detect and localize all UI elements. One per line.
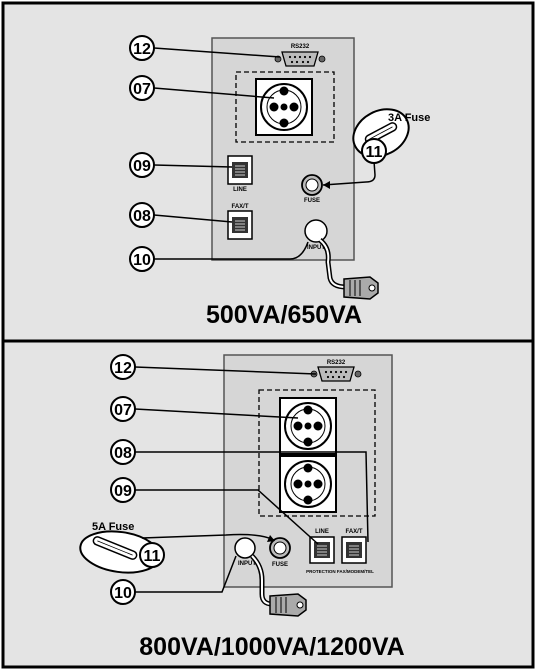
bottom-fuse-label: 5A Fuse	[92, 521, 134, 533]
svg-text:12: 12	[114, 360, 132, 377]
svg-text:12: 12	[133, 41, 151, 58]
bottom-callout-outlet: 07	[110, 396, 299, 422]
top-callout-fax-jack: 08	[129, 202, 233, 228]
top-outlet-area	[235, 71, 335, 143]
svg-text:08: 08	[114, 445, 132, 462]
svg-text:10: 10	[114, 585, 132, 602]
bottom-callout-serial: 12	[110, 354, 317, 380]
top-outlet	[255, 78, 313, 136]
top-fuse-holder: FUSE	[301, 174, 323, 204]
top-power-cord	[318, 238, 379, 300]
bottom-fuse-bubble: 5A Fuse	[79, 521, 275, 574]
top-line-jack: LINE	[227, 155, 253, 193]
svg-text:07: 07	[133, 81, 151, 98]
top-serial-label: RS232	[291, 44, 310, 50]
bottom-outlet-2	[279, 455, 337, 513]
svg-text:11: 11	[144, 548, 161, 565]
top-callout-fuse: 11	[361, 138, 387, 164]
bottom-line-label: LINE	[315, 529, 329, 535]
bottom-callout-line-jack: 09	[110, 477, 319, 545]
bottom-panel: RS232	[1, 339, 535, 669]
top-input-socket: INPUT	[304, 219, 328, 251]
svg-text:10: 10	[133, 252, 151, 269]
bottom-power-cord	[250, 554, 307, 617]
top-callout-serial: 12	[129, 35, 281, 61]
top-panel-caption: 500VA/650VA	[206, 301, 362, 329]
bottom-protection-label: PROTECTION FAX/MODEM/TEL	[306, 569, 374, 574]
top-callout-line-jack: 09	[129, 152, 233, 178]
bottom-fuse-holder: FUSE	[269, 537, 291, 568]
svg-text:08: 08	[133, 208, 151, 225]
bottom-fax-jack: FAX/T	[341, 529, 367, 564]
top-fuse-label: 3A Fuse	[388, 112, 430, 124]
bottom-fax-label: FAX/T	[345, 529, 362, 535]
top-callout-outlet: 07	[129, 75, 275, 101]
bottom-serial-label: RS232	[327, 360, 346, 366]
bottom-outlet-area	[258, 389, 376, 517]
top-fuse-port-label: FUSE	[304, 198, 320, 204]
top-callouts: 12 07 09 08 10	[129, 35, 387, 272]
svg-text:09: 09	[114, 483, 132, 500]
bottom-callouts: 12 07 08 09 11	[110, 354, 369, 605]
bottom-panel-caption: 800VA/1000VA/1200VA	[139, 633, 404, 661]
bottom-input-label: INPUT	[238, 561, 256, 567]
svg-text:09: 09	[133, 158, 151, 175]
bottom-callout-fax-jack: 08	[110, 439, 369, 543]
top-line-label: LINE	[233, 187, 247, 193]
top-input-label: INPUT	[307, 245, 325, 251]
bottom-callout-fuse: 11	[139, 542, 165, 568]
svg-text:07: 07	[114, 402, 132, 419]
bottom-callout-input: 10	[110, 555, 237, 605]
svg-text:11: 11	[366, 144, 383, 161]
bottom-line-jack: LINE	[309, 529, 335, 564]
top-panel: RS232 LINE	[1, 1, 535, 343]
top-fax-label: FAX/T	[231, 204, 248, 210]
bottom-outlet-1	[279, 397, 337, 455]
bottom-fuse-port-label: FUSE	[272, 562, 288, 568]
top-callout-input: 10	[129, 241, 309, 272]
top-fax-jack: FAX/T	[227, 204, 253, 240]
bottom-input-socket: INPUT	[234, 537, 256, 567]
